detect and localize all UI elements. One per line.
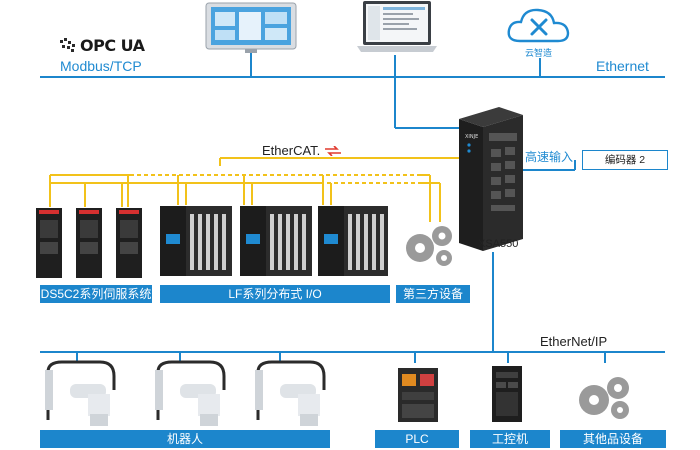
other-devices-bar: 其他品设备 xyxy=(560,430,666,448)
io-module-icon xyxy=(160,206,388,276)
cloud-icon xyxy=(507,8,570,43)
servo-system-bar: DS5C2系列伺服系统 xyxy=(40,285,152,303)
third-party-bar: 第三方设备 xyxy=(396,285,470,303)
ethernetip-label: EtherNet/IP xyxy=(540,334,608,349)
laptop-icon xyxy=(357,1,437,52)
gear-icon xyxy=(406,226,452,266)
ethercat-arrow-icon xyxy=(325,146,341,156)
ethercat-lines xyxy=(49,157,460,222)
modbus-tcp-label: Modbus/TCP xyxy=(60,58,142,74)
scara-robot-icon xyxy=(45,360,326,426)
ethernet-label: Ethernet xyxy=(596,58,649,74)
gear-icon xyxy=(579,377,629,419)
opc-logo-icon xyxy=(60,38,75,52)
xsa550-controller-icon: XINJE xyxy=(459,107,523,251)
ipc-icon xyxy=(492,366,522,422)
ipc-bar: 工控机 xyxy=(470,430,550,448)
opc-ua-label: OPC UA xyxy=(80,36,145,55)
plc-bar: PLC xyxy=(375,430,459,448)
io-system-bar: LF系列分布式 I/O xyxy=(160,285,390,303)
plc-icon xyxy=(398,368,438,422)
encoder-box: 编码器 2 xyxy=(582,150,668,170)
highspeed-input-label: 高速输入 xyxy=(525,150,574,164)
controller-name: XSA550 xyxy=(478,238,519,250)
servo-drive-icon xyxy=(36,208,142,278)
hmi-panel-icon xyxy=(205,2,297,53)
robot-bar: 机器人 xyxy=(40,430,330,448)
cloud-label: 云智造 xyxy=(525,48,553,58)
svg-text:XINJE: XINJE xyxy=(465,134,478,140)
ethercat-label: EtherCAT. xyxy=(262,143,321,158)
